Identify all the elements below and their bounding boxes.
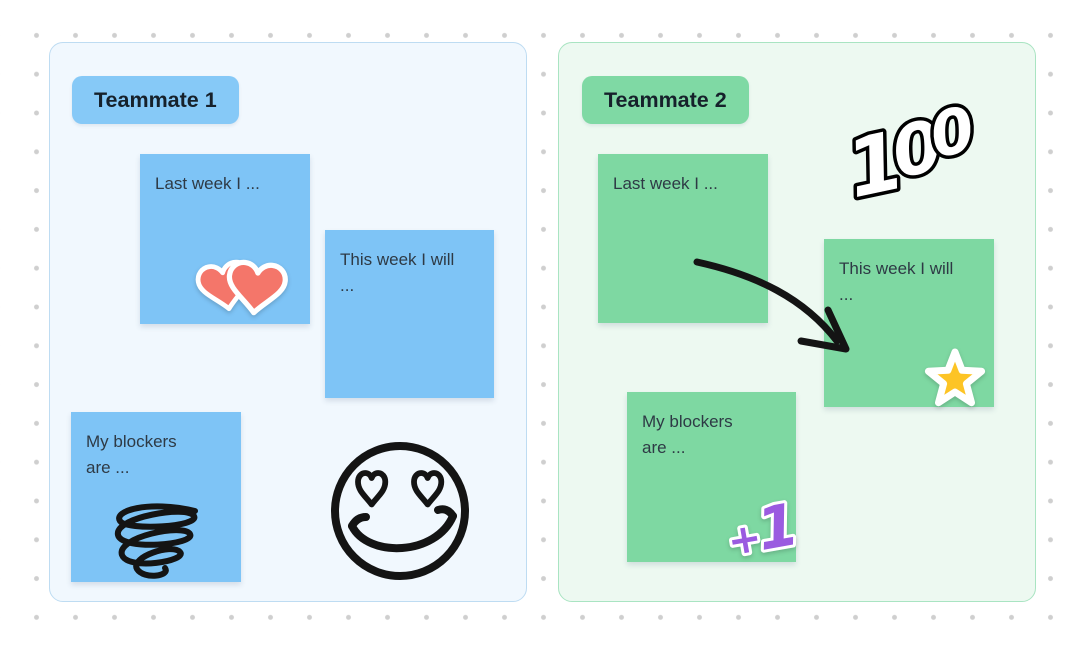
- svg-text:100: 100: [837, 92, 984, 216]
- sticky-note-last-week-2[interactable]: Last week I ...: [598, 154, 768, 323]
- heart-eyes-smiley-icon[interactable]: [322, 432, 478, 588]
- hundred-points-icon[interactable]: 100: [830, 88, 982, 223]
- plus-one-icon[interactable]: +1: [720, 487, 804, 569]
- star-icon[interactable]: [920, 346, 990, 412]
- scribble-icon[interactable]: [103, 498, 215, 590]
- teammate-2-label[interactable]: Teammate 2: [582, 76, 749, 124]
- sticky-note-this-week-1[interactable]: This week I will ...: [325, 230, 494, 398]
- teammate-1-label[interactable]: Teammate 1: [72, 76, 239, 124]
- plus-one-digit: 1: [752, 490, 802, 564]
- sticky-note-blockers-2[interactable]: My blockers are ...: [627, 392, 796, 562]
- double-hearts-icon[interactable]: [186, 251, 298, 325]
- svg-text:+1: +1: [721, 490, 802, 569]
- curved-arrow-icon[interactable]: [688, 248, 863, 368]
